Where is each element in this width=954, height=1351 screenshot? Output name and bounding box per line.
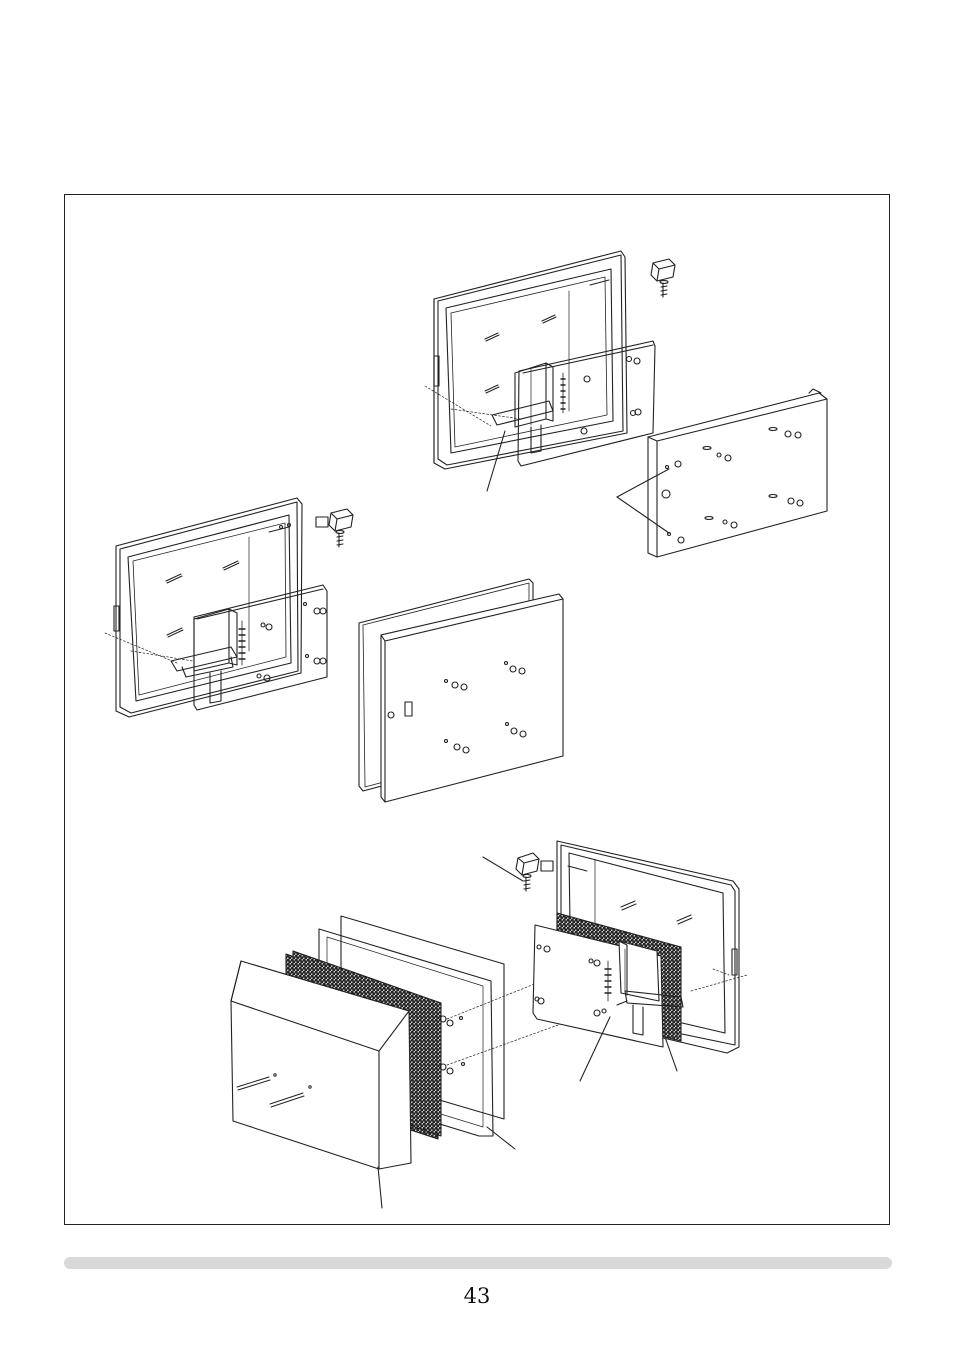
- monitor-with-mount-left: [105, 498, 353, 717]
- assembly-diagram: [65, 195, 891, 1226]
- page-number: 43: [0, 1284, 954, 1308]
- exploded-enclosure-bottom: [231, 841, 747, 1208]
- monitor-assembly-top-right: [425, 195, 827, 557]
- footer-bar: [64, 1257, 892, 1269]
- back-panel-center: [359, 579, 563, 802]
- illustration-frame: [64, 194, 890, 1225]
